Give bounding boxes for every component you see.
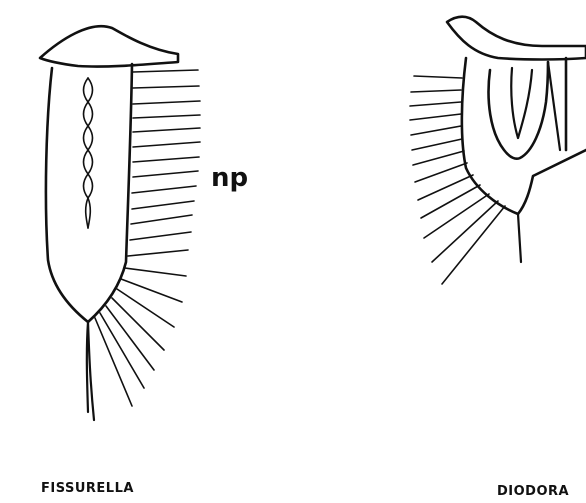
- fissurella-cap: [40, 26, 178, 66]
- fissurella-axis-strand-b: [84, 78, 93, 228]
- caption-diodora: DIODORA: [497, 484, 569, 499]
- diodora-drawing: [410, 17, 586, 284]
- diodora-side-channel: [548, 62, 560, 150]
- diodora-filaments: [410, 76, 505, 284]
- diodora-slit-outline: [489, 62, 548, 159]
- fissurella-axis-strand-a: [84, 78, 93, 228]
- diodora-slit-inner: [511, 68, 532, 138]
- fissurella-stalk: [87, 322, 94, 420]
- diodora-cap: [447, 17, 586, 60]
- caption-fissurella: FISSURELLA: [41, 481, 134, 496]
- diodora-stalk: [518, 214, 521, 262]
- annotation-np: np: [211, 163, 248, 193]
- diodora-gill-body: [462, 58, 586, 214]
- fissurella-drawing: [40, 26, 200, 420]
- fissurella-filaments: [95, 70, 200, 406]
